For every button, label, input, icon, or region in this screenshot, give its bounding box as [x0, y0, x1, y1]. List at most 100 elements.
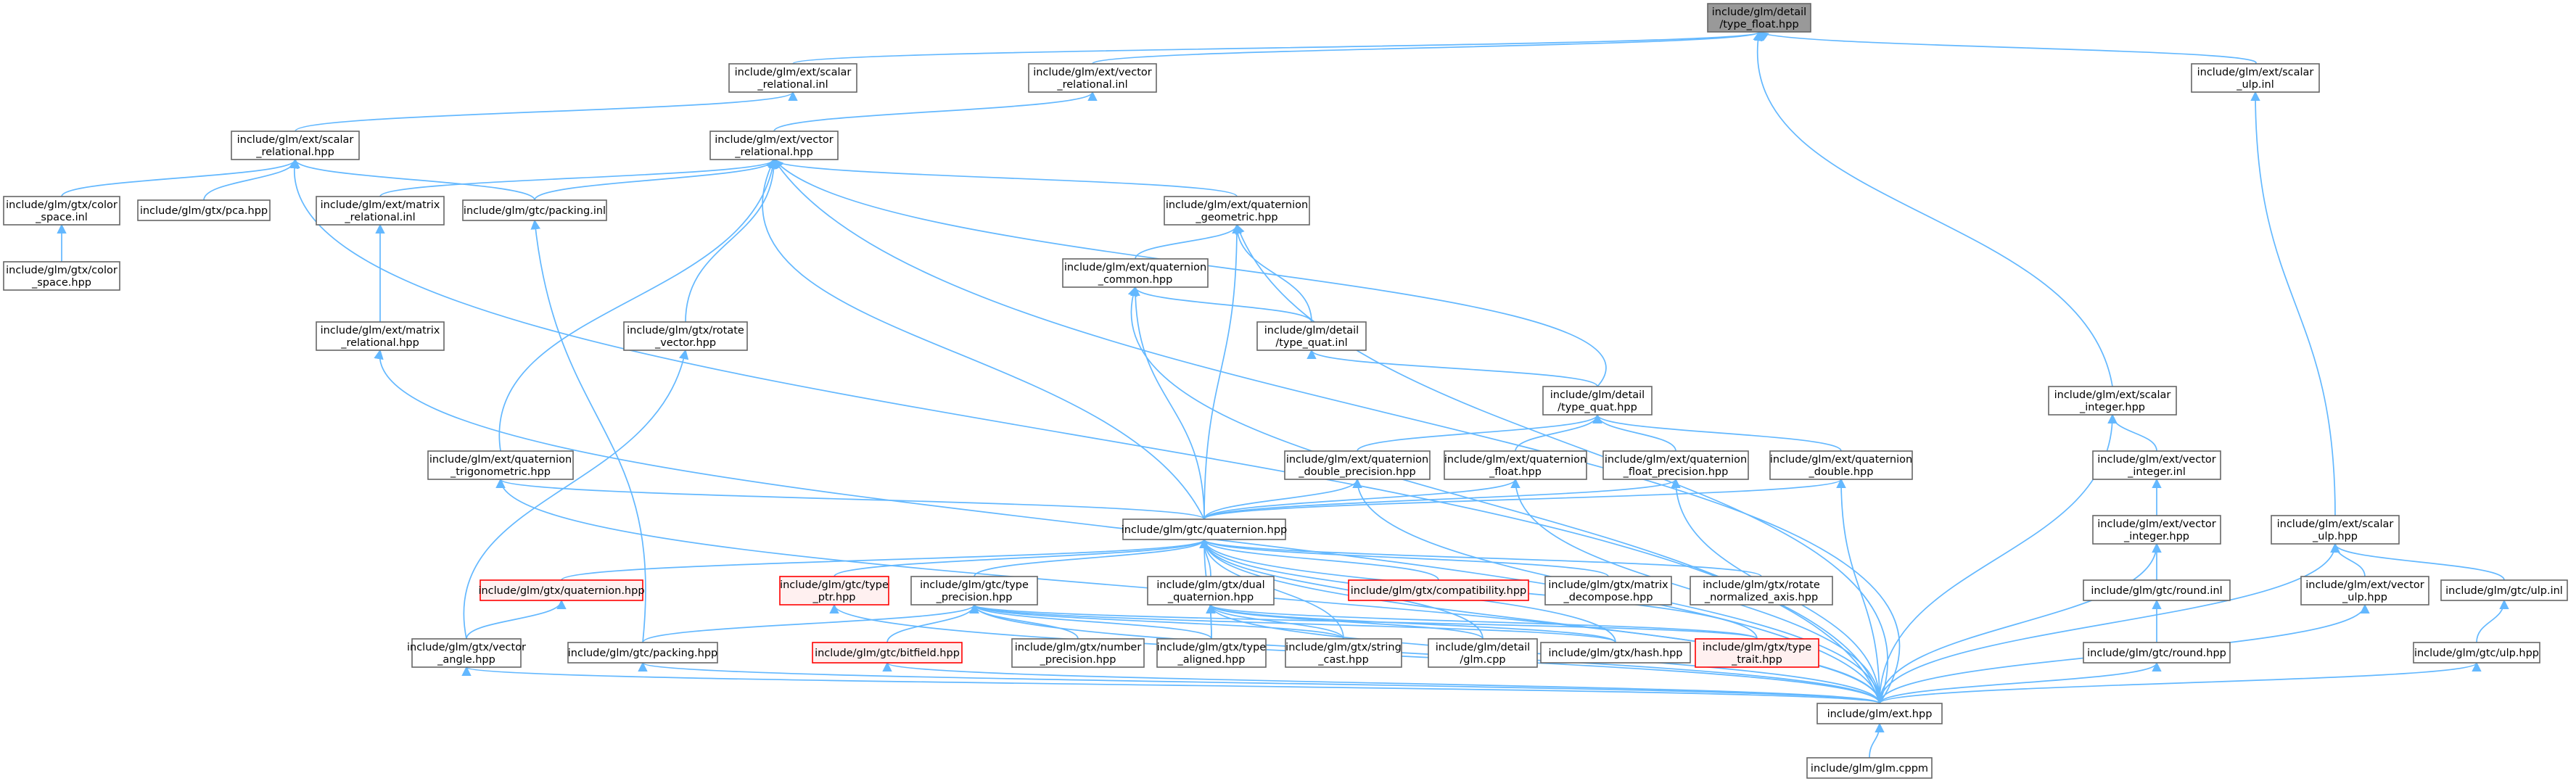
graph-node-root[interactable]: include/glm/detail/type_float.hpp [1707, 3, 1811, 33]
graph-node-type-quat-inl[interactable]: include/glm/detail/type_quat.inl [1256, 321, 1367, 351]
graph-node-gtc-packing[interactable]: include/glm/gtc/packing.hpp [567, 642, 718, 664]
node-label: include/glm/ext/vector [1033, 67, 1152, 78]
graph-node-color-space-hpp[interactable]: include/glm/gtx/color_space.hpp [3, 261, 120, 291]
graph-node-vector-integer-inl[interactable]: include/glm/ext/vector_integer.inl [2092, 450, 2221, 480]
graph-node-type-trait[interactable]: include/glm/gtx/type_trait.hpp [1695, 638, 1819, 668]
node-box [1602, 450, 1749, 480]
graph-node-vector-angle[interactable]: include/glm/gtx/vector_angle.hpp [407, 638, 526, 668]
graph-node-vector-rel-inl[interactable]: include/glm/ext/vector_relational.inl [1028, 63, 1157, 93]
dependency-arrow [1203, 223, 1242, 520]
graph-node-quat-common[interactable]: include/glm/ext/quaternion_common.hpp [1062, 258, 1209, 288]
dependency-arrow [969, 603, 1212, 640]
graph-node-gtc-ulp-hpp[interactable]: include/glm/gtc/ulp.hpp [2413, 642, 2540, 664]
node-label: include/glm/ext.hpp [1827, 708, 1933, 720]
dependency-arrow [1206, 603, 1758, 640]
graph-node-gtc-quaternion[interactable]: include/glm/gtc/quaternion.hpp [1122, 518, 1288, 540]
graph-node-vector-integer-hpp[interactable]: include/glm/ext/vector_integer.hpp [2092, 515, 2221, 545]
graph-node-rotate-vector[interactable]: include/glm/gtx/rotate_vector.hpp [623, 321, 748, 351]
graph-node-round-inl[interactable]: include/glm/gtc/round.inl [2083, 579, 2231, 601]
graph-node-type-precision[interactable]: include/glm/gtc/type_precision.hpp [910, 576, 1038, 606]
dependency-arrow [969, 603, 1344, 640]
graph-node-ext-hpp[interactable]: include/glm/ext.hpp [1816, 703, 1943, 724]
graph-node-scalar-rel-inl[interactable]: include/glm/ext/scalar_relational.inl [728, 63, 857, 93]
dependency-arrow [498, 158, 778, 452]
graph-node-matrix-rel-inl[interactable]: include/glm/ext/matrix_relational.inl [316, 196, 445, 226]
graph-node-scalar-rel-hpp[interactable]: include/glm/ext/scalar_relational.hpp [231, 131, 360, 160]
node-box [1028, 63, 1157, 93]
dependency-arrow [1592, 413, 1676, 452]
graph-node-hash[interactable]: include/glm/gtx/hash.hpp [1540, 642, 1691, 664]
node-label: include/glm/gtx/hash.hpp [1548, 648, 1682, 659]
graph-node-number-prec[interactable]: include/glm/gtx/number_precision.hpp [1011, 638, 1145, 668]
graph-node-quat-trig[interactable]: include/glm/ext/quaternion_trigonometric… [427, 450, 574, 480]
dependency-arrow [463, 349, 689, 640]
dependency-arrow-line [969, 603, 1212, 640]
graph-node-scalar-ulp-inl[interactable]: include/glm/ext/scalar_ulp.inl [2191, 63, 2320, 93]
node-label: include/glm/ext/quaternion [1286, 454, 1428, 466]
node-label: include/glm/glm.cppm [1811, 763, 1928, 774]
graph-node-vector-rel-hpp[interactable]: include/glm/ext/vector_relational.hpp [709, 131, 839, 160]
dependency-arrow [762, 158, 1205, 520]
dependency-arrow-line [463, 349, 689, 640]
node-box [2440, 579, 2568, 601]
node-box [1284, 450, 1431, 480]
graph-node-quat-float[interactable]: include/glm/ext/quaternion_float.hpp [1444, 450, 1587, 480]
graph-node-string-cast[interactable]: include/glm/gtx/string_cast.hpp [1285, 638, 1402, 668]
node-label: _decompose.hpp [1563, 592, 1653, 603]
node-label: _integer.hpp [2123, 531, 2189, 542]
graph-node-glm-cppm[interactable]: include/glm/glm.cppm [1806, 757, 1933, 779]
graph-node-gtx-quaternion[interactable]: include/glm/gtx/quaternion.hpp [478, 579, 645, 601]
graph-node-matrix-rel-hpp[interactable]: include/glm/ext/matrix_relational.hpp [316, 321, 445, 351]
graph-node-scalar-integer[interactable]: include/glm/ext/scalar_integer.hpp [2048, 386, 2177, 416]
node-label: include/glm/gtx/string [1285, 642, 1402, 653]
graph-node-gtc-ulp-inl[interactable]: include/glm/gtc/ulp.inl [2440, 579, 2568, 601]
graph-node-quat-geometric[interactable]: include/glm/ext/quaternion_geometric.hpp [1164, 196, 1310, 226]
dependency-arrow-line [1199, 538, 1439, 581]
graph-node-compatibility[interactable]: include/glm/gtx/compatibility.hpp [1348, 579, 1529, 601]
node-box [567, 642, 718, 664]
dependency-arrow-line [374, 349, 1880, 704]
node-label: _float_precision.hpp [1623, 466, 1729, 478]
graph-node-scalar-ulp-hpp[interactable]: include/glm/ext/scalar_ulp.hpp [2271, 515, 2400, 545]
dependency-arrow-line [2250, 91, 2336, 516]
node-box [1156, 638, 1267, 668]
graph-node-vector-ulp[interactable]: include/glm/ext/vector_ulp.hpp [2300, 576, 2429, 606]
dependency-arrow-line [1203, 478, 1362, 520]
graph-node-quat-double-prec[interactable]: include/glm/ext/quaternion_double_precis… [1284, 450, 1431, 480]
node-label: include/glm/gtc/round.inl [2091, 585, 2222, 597]
graph-node-quat-float-prec[interactable]: include/glm/ext/quaternion_float_precisi… [1602, 450, 1749, 480]
dependency-arrow-line [498, 158, 778, 452]
node-label: include/glm/detail [1550, 389, 1645, 401]
graph-node-dual-quat[interactable]: include/glm/gtx/dual_quaternion.hpp [1147, 576, 1275, 606]
graph-node-bitfield[interactable]: include/glm/gtc/bitfield.hpp [812, 642, 963, 664]
dependency-arrow [1203, 478, 1681, 520]
node-label: include/glm/gtx/matrix [1548, 579, 1668, 591]
node-box [2083, 579, 2231, 601]
node-label: _aligned.hpp [1177, 654, 1246, 666]
dependency-arrow [495, 478, 1205, 520]
dependency-arrow-line [1592, 413, 1842, 452]
dependency-arrow-line [1199, 538, 1609, 577]
graph-node-rotate-norm-axis[interactable]: include/glm/gtx/rotate_normalized_axis.h… [1690, 576, 1833, 606]
graph-node-glm-cpp[interactable]: include/glm/detail/glm.cpp [1428, 638, 1538, 668]
dependency-arrow-line [1203, 478, 1521, 520]
dependency-arrow-line [1206, 603, 1616, 643]
graph-node-packing-inl[interactable]: include/glm/gtc/packing.inl [462, 199, 607, 221]
graph-node-matrix-decompose[interactable]: include/glm/gtx/matrix_decompose.hpp [1544, 576, 1672, 606]
node-label: include/glm/gtc/type [780, 579, 889, 591]
node-label: include/glm/ext/quaternion [1064, 262, 1206, 273]
dependency-arrow [1306, 349, 1598, 387]
node-label: include/glm/gtc/packing.inl [464, 205, 606, 217]
dependency-arrow-line [969, 603, 1880, 704]
node-box [462, 199, 607, 221]
dependency-arrow-line [773, 91, 1098, 132]
dependency-arrow [773, 91, 1098, 132]
graph-node-quat-double[interactable]: include/glm/ext/quaternion_double.hpp [1769, 450, 1913, 480]
dependency-arrow [466, 599, 567, 640]
graph-node-type-quat-hpp[interactable]: include/glm/detail/type_quat.hpp [1542, 386, 1653, 416]
graph-node-type-ptr[interactable]: include/glm/gtc/type_ptr.hpp [779, 576, 889, 606]
graph-node-pca[interactable]: include/glm/gtx/pca.hpp [137, 199, 271, 221]
graph-node-color-space-inl[interactable]: include/glm/gtx/color_space.inl [3, 196, 120, 226]
graph-node-type-aligned[interactable]: include/glm/gtx/type_aligned.hpp [1156, 638, 1267, 668]
graph-node-round-hpp[interactable]: include/glm/gtc/round.hpp [2083, 642, 2231, 664]
